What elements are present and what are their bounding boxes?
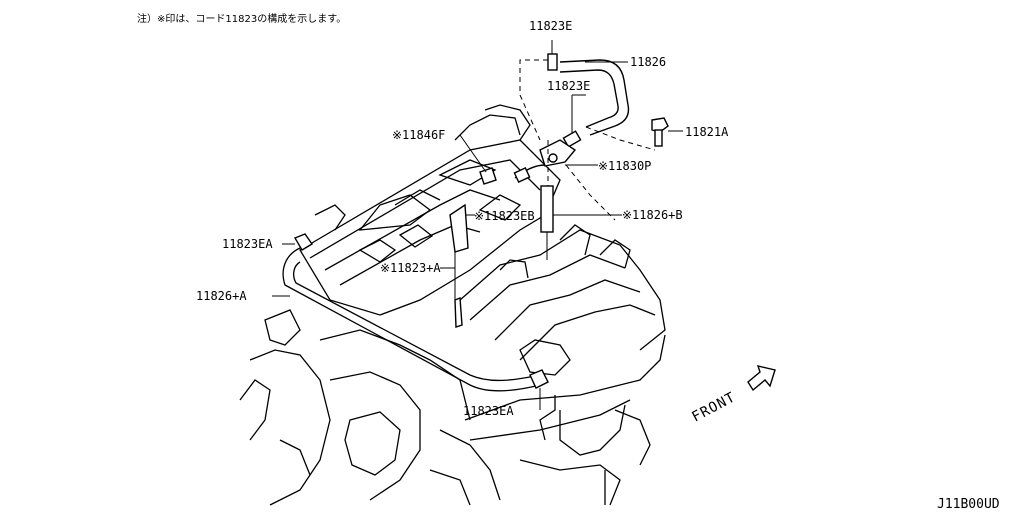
hose-11826-b xyxy=(540,185,622,260)
bolt-11821a xyxy=(651,117,683,147)
clamp-11823e-mid xyxy=(562,94,586,148)
label-11826: 11826 xyxy=(630,55,666,69)
label-11826-a: 11826+A xyxy=(196,289,247,303)
label-11823-a: ※11823+A xyxy=(380,261,441,275)
front-arrow xyxy=(747,365,776,392)
front-label: FRONT xyxy=(689,389,738,425)
label-11823e-top: 11823E xyxy=(529,19,572,33)
hose-11826-a xyxy=(282,247,541,392)
note-text: 注）※印は、コード11823の構成を示します。 xyxy=(137,12,346,25)
hose-11846f xyxy=(459,134,546,185)
label-11823ea-bottom: 11823EA xyxy=(463,404,514,418)
label-11826-b: ※11826+B xyxy=(622,208,683,222)
label-11823eb: ※11823EB xyxy=(474,209,535,223)
label-11821a: 11821A xyxy=(685,125,729,139)
label-11823e-mid: 11823E xyxy=(547,79,590,93)
label-11846f: ※11846F xyxy=(392,128,445,142)
clamp-11823ea-bottom xyxy=(529,369,549,410)
clamp-11823ea-left xyxy=(282,233,314,251)
hose-11826 xyxy=(559,59,630,136)
engine-drawing xyxy=(239,104,666,506)
guide-lines xyxy=(272,59,656,297)
label-11823ea-left: 11823EA xyxy=(222,237,273,251)
diagram-code: J11B00UD xyxy=(937,497,1000,512)
clamp-11823e-top xyxy=(547,40,558,71)
label-11830p: ※11830P xyxy=(598,159,651,173)
hose-11823eb xyxy=(440,203,475,328)
pcv-valve-11830p xyxy=(539,139,598,167)
